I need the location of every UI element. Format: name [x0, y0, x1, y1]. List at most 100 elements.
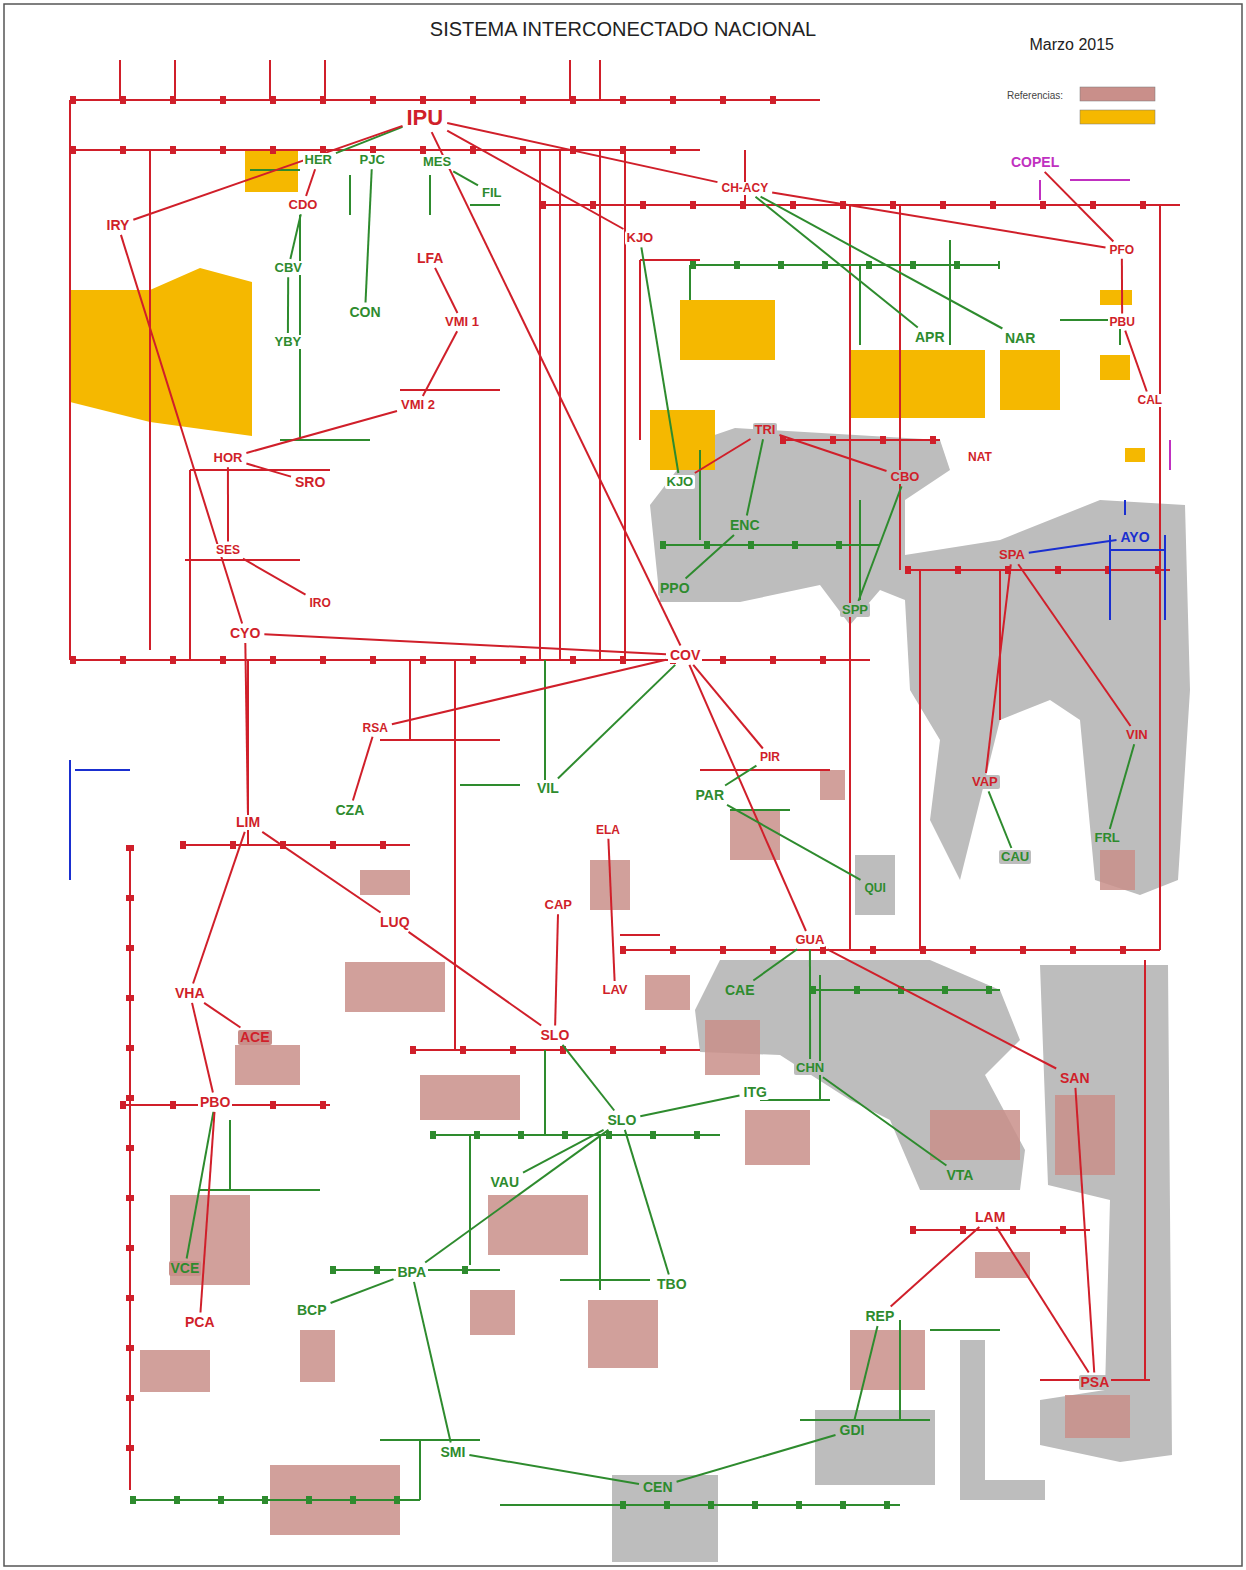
transmission-line	[854, 1326, 877, 1421]
substation-label: IRO	[308, 597, 333, 610]
transmission-line	[563, 1045, 615, 1111]
substation-label: REP	[864, 1309, 897, 1324]
substation-name: BCP	[297, 1303, 327, 1318]
substation-label: VIL	[535, 781, 561, 796]
substation-label: PCA	[183, 1315, 217, 1330]
substation-label: KJO	[665, 475, 696, 489]
substation-label: APR	[913, 330, 947, 345]
transmission-line	[747, 439, 763, 515]
substation-name: SLO	[541, 1028, 570, 1043]
substation-label: GDI	[838, 1423, 867, 1438]
transmission-line	[523, 1130, 604, 1173]
transmission-line	[425, 1130, 608, 1263]
substation-label: VHA	[173, 986, 207, 1001]
substation-name: PFO	[1110, 244, 1135, 257]
transmission-line	[725, 766, 756, 786]
substation-label: NAT	[966, 451, 994, 464]
transmission-line	[827, 949, 1056, 1068]
substation-label: CAU	[999, 850, 1031, 864]
transmission-line	[193, 832, 245, 984]
substation-name: ENC	[730, 518, 760, 533]
substation-name: CON	[350, 305, 381, 320]
substation-label: ACE	[238, 1030, 272, 1045]
transmission-line	[306, 169, 315, 196]
substation-label: HER	[303, 153, 334, 167]
substation-label: PAR	[694, 788, 727, 803]
substation-name: COPEL	[1011, 155, 1059, 170]
substation-label: PPO	[658, 581, 692, 596]
legend-swatch-orange	[1080, 110, 1155, 124]
transmission-line	[423, 331, 457, 396]
substation-label: FIL	[480, 186, 504, 200]
substation-name: TBO	[657, 1277, 687, 1292]
substation-name: SPA	[999, 548, 1025, 562]
substation-label: ITG	[742, 1085, 769, 1100]
substation-label: IRY	[105, 218, 132, 233]
orange-region	[70, 150, 1145, 470]
substation-label: SMI	[439, 1445, 468, 1460]
substation-label: QUI	[863, 882, 888, 895]
transmission-line	[336, 127, 403, 153]
substation-name: HOR	[214, 451, 243, 465]
substation-name: FRL	[1095, 831, 1120, 845]
substation-label: PBO	[198, 1095, 232, 1110]
substation-label: CAL	[1136, 394, 1165, 407]
substation-label: RSA	[361, 722, 390, 735]
substation-label: VMI 2	[399, 398, 437, 412]
substation-label: COPEL	[1009, 155, 1061, 170]
substation-name: LIM	[236, 815, 260, 830]
substation-name: VIL	[537, 781, 559, 796]
transmission-line	[989, 791, 1012, 848]
transmission-line	[227, 467, 229, 541]
substation-name: CBO	[891, 470, 920, 484]
substation-name: TRI	[755, 423, 776, 437]
substation-name: IRO	[310, 597, 331, 610]
transmission-line	[677, 1435, 836, 1482]
frame	[4, 4, 1242, 1566]
substation-name: ELA	[596, 824, 620, 837]
transmission-line	[809, 949, 811, 1059]
note-label: Referencias:	[1007, 90, 1063, 101]
transmission-line	[453, 171, 478, 185]
substation-label: PBU	[1108, 316, 1137, 329]
transmission-line	[695, 439, 751, 473]
substation-label: NAR	[1003, 331, 1037, 346]
transmission-line	[753, 949, 797, 980]
transmission-line	[447, 131, 623, 229]
substation-name: PBU	[1110, 316, 1135, 329]
transmission-line	[858, 486, 901, 601]
transmission-line	[1045, 172, 1114, 242]
red-bus	[70, 60, 1180, 1490]
substation-name: KJO	[627, 231, 654, 245]
substation-name: CAE	[725, 983, 755, 998]
substation-name: SMI	[441, 1445, 466, 1460]
substation-name: CYO	[230, 626, 260, 641]
substation-label: LUQ	[378, 915, 412, 930]
substation-name: SES	[216, 544, 240, 557]
substation-name: NAR	[1005, 331, 1035, 346]
substation-label: VAP	[970, 775, 1000, 789]
substation-label: ELA	[594, 824, 622, 837]
substation-name: QUI	[865, 882, 886, 895]
transmission-line	[262, 832, 380, 913]
substation-label: GUA	[794, 933, 827, 947]
substation-name: LAV	[603, 983, 628, 997]
transmission-line	[641, 247, 678, 473]
transmission-line	[133, 126, 402, 220]
transmission-line	[121, 235, 242, 624]
substation-name: LUQ	[380, 915, 410, 930]
green-bus	[130, 170, 1120, 1505]
substation-label: VTA	[945, 1168, 976, 1183]
substation-label: BPA	[396, 1265, 429, 1280]
substation-name: VTA	[947, 1168, 974, 1183]
transmission-line	[686, 535, 734, 579]
transmission-line	[1121, 259, 1123, 314]
transmission-line	[823, 1077, 947, 1165]
transmission-line	[331, 1279, 394, 1303]
substation-label: HOR	[212, 451, 245, 465]
substation-label: PIR	[758, 751, 782, 764]
transmission-line	[755, 197, 917, 328]
substation-name: PCA	[185, 1315, 215, 1330]
note-label: Marzo 2015	[1030, 36, 1115, 54]
transmission-line	[772, 193, 1105, 248]
